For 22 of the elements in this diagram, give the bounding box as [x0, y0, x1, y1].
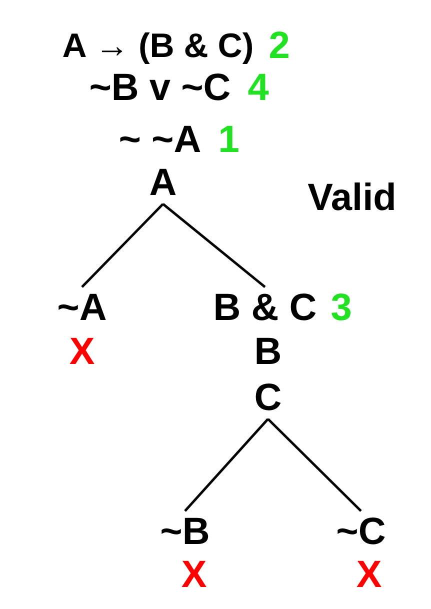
- formula-text: ~A: [57, 289, 107, 327]
- branch-line: [267, 418, 362, 512]
- branch-line: [81, 203, 164, 288]
- formula-text: B & C: [213, 289, 317, 327]
- formula-text: ~B: [160, 513, 210, 551]
- verdict-text: Valid: [308, 179, 396, 217]
- closed-branch-mark: X: [356, 556, 382, 594]
- branch-line: [184, 418, 269, 512]
- step-number: 3: [330, 289, 352, 327]
- closed-branch-mark: X: [69, 333, 95, 371]
- formula-text: ~B v ~C: [89, 69, 231, 107]
- step-number: 4: [248, 69, 269, 107]
- formula-text: A → (B & C): [62, 29, 254, 63]
- closed-branch-mark: X: [181, 556, 207, 594]
- formula-text: B: [254, 333, 282, 371]
- step-number: 2: [268, 27, 290, 65]
- step-number: 1: [218, 121, 240, 159]
- formula-text: ~ ~A: [118, 121, 202, 159]
- formula-text: ~C: [336, 513, 386, 551]
- branch-line: [162, 203, 266, 288]
- formula-text: C: [254, 379, 282, 417]
- formula-text: A: [149, 164, 177, 202]
